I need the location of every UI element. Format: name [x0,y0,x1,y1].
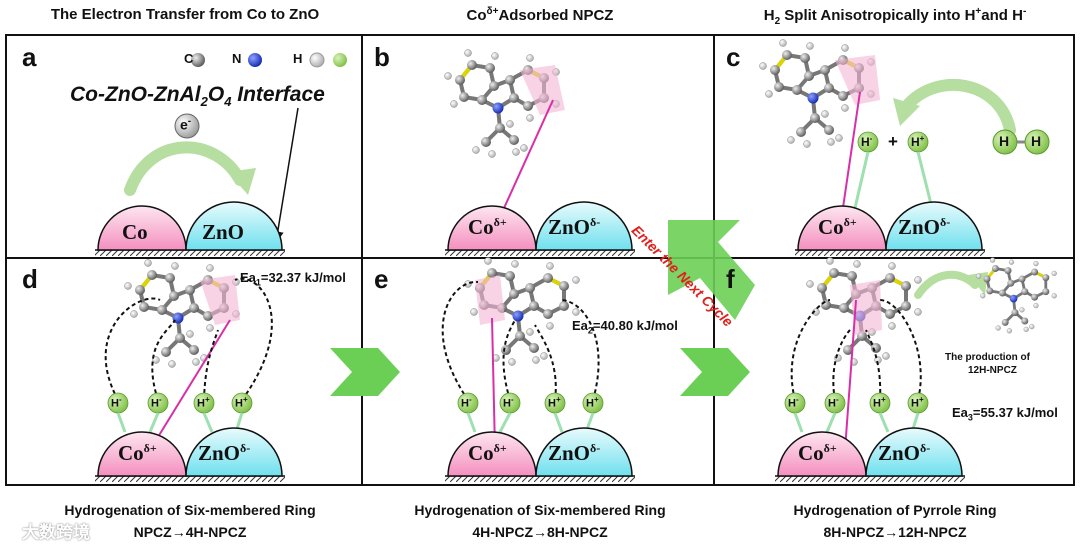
panel-label-c: c [726,42,741,72]
panel-label-f: f [726,264,735,294]
electron-label: e- [180,116,192,133]
surface-e-co: Coδ+ [468,441,507,465]
surface-c-zno: ZnOδ- [898,215,951,239]
h-minus-label-c: H- [861,134,873,149]
transfer-arrowhead [228,168,256,195]
h-label-d2: H- [151,395,162,410]
legend-c-atom [191,53,205,67]
header-col2-co: Co [466,7,487,24]
h-label-e3: H+ [548,395,561,410]
h2-label-2: H [1031,133,1042,149]
surface-f-co: Coδ+ [798,441,837,465]
ring-highlight-f [850,280,882,335]
arrow-d-to-e [330,348,400,396]
co-bond-d [149,319,231,451]
ring-highlight-e [475,275,505,325]
legend-h-ion [333,53,347,67]
surface-b-zno: ZnOδ- [548,215,601,239]
ea2-label: Ea2=40.80 kJ/mol [572,318,678,336]
product-label-line1: The production of [945,352,1030,363]
ring-highlight-b [520,65,565,115]
panel-label-b: b [374,42,390,72]
interface-pointer [271,107,299,244]
h-plus-label-c: H+ [911,134,925,149]
caption-d-title: Hydrogenation of Six-membered Ring [64,502,316,518]
legend-h-atom [309,52,325,68]
panel-f [774,255,1059,483]
caption-e-title: Hydrogenation of Six-membered Ring [414,502,666,518]
panel-c [757,37,1050,257]
split-arrow [899,79,1016,136]
surface-d-co: Coδ+ [118,441,157,465]
surface-a-co: Co [122,220,148,244]
panel-label-d: d [22,264,38,294]
watermark: 大数跨境 [22,523,90,542]
header-col2: Coδ+Adsorbed NPCZ [380,6,700,24]
header-col2-sup: δ+ [486,6,499,17]
co-bond-e [491,317,496,451]
h-minus-link-c [853,151,870,209]
panel-a [94,52,347,257]
electron-ball [174,113,200,139]
split-arrowhead [893,98,920,126]
header-col2-rest: Adsorbed NPCZ [498,7,614,24]
caption-f-title: Hydrogenation of Pyrrole Ring [793,502,997,518]
caption-e-sub: 4H-NPCZ→8H-NPCZ [472,524,608,540]
product-arrow [914,270,979,299]
surface-e-zno: ZnOδ- [548,441,601,465]
co-bond-b [494,99,554,229]
h-label-e1: H- [461,395,472,410]
transfer-arrow [124,141,246,196]
h-label-e4: H+ [586,395,599,410]
surface-c-co: Coδ+ [818,215,857,239]
panel-label-a: a [22,42,37,72]
cycle-arrow [668,220,755,320]
caption-f-sub: 8H-NPCZ→12H-NPCZ [823,524,967,540]
plus-sign-c: + [888,132,898,151]
legend-n-label: N [232,51,242,66]
h-label-d1: H- [111,395,122,410]
co-bond-f [844,299,857,451]
h-plus-link-c [916,151,934,209]
panel-e [441,255,636,483]
surface-a-zno: ZnO [202,220,245,244]
panel-label-e: e [374,264,389,294]
ring-highlight-d [200,275,240,325]
h-label-e2: H- [503,395,514,410]
h-label-f3: H+ [873,395,886,410]
surface-f-zno: ZnOδ- [878,441,931,465]
h-label-f4: H+ [911,395,924,410]
ea3-label: Ea3=55.37 kJ/mol [952,405,1058,423]
ea1-label: Ea1=32.37 kJ/mol [240,270,346,288]
surface-b-co: Coδ+ [468,215,507,239]
panel-d [94,257,286,483]
panel-b [442,47,636,257]
interface-label: Co-ZnO-ZnAl2O4 Interface [70,83,325,110]
h-label-d3: H+ [197,395,210,410]
h2-label-1: H [999,133,1010,149]
arrow-e-to-f [680,348,750,396]
surface-d-zno: ZnOδ- [198,441,251,465]
product-molecule [974,256,1059,335]
h-label-f1: H- [788,395,799,410]
legend-h-label: H [293,51,303,66]
caption-d-sub: NPCZ→4H-NPCZ [133,524,247,540]
header-col1: The Electron Transfer from Co to ZnO [50,6,320,23]
grid-frame [5,34,1075,486]
h-label-f2: H- [828,395,839,410]
product-label-line2: 12H-NPCZ [968,365,1017,376]
ring-highlight-c [835,55,880,105]
h-label-d4: H+ [235,395,248,410]
legend-n-atom [248,53,262,67]
legend-c-label: C [184,51,194,66]
header-col3: H2 Split Anisotropically into H+and H- [763,6,1027,27]
